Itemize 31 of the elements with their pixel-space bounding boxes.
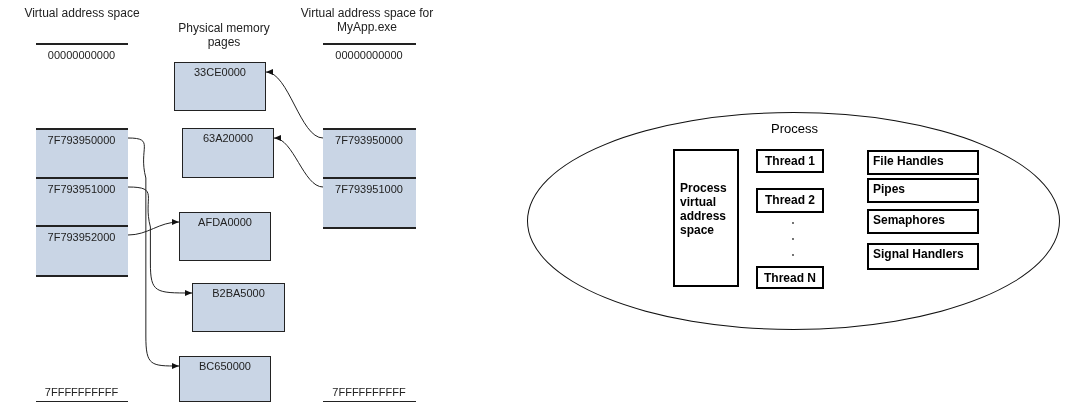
memory-page-box: BC650000 — [179, 356, 271, 402]
memory-page-box: 33CE0000 — [174, 62, 266, 111]
memory-page-box: 63A20000 — [182, 128, 274, 178]
thread-box: Thread 1 — [756, 149, 824, 173]
memory-segment: 7F793952000 — [35, 226, 128, 276]
section-heading: Physical memory pages — [177, 21, 271, 49]
memory-segment: 00000000000 — [35, 44, 128, 129]
resource-box: Semaphores — [867, 209, 979, 234]
memory-segment: 7FFFFFFFFFF — [322, 228, 416, 402]
resource-box: File Handles — [867, 150, 979, 175]
memory-segment: 7F793951000 — [35, 178, 128, 226]
memory-segment: 00000000000 — [322, 44, 416, 129]
arrow — [273, 136, 324, 188]
arrow — [265, 70, 324, 139]
column-heading: Virtual address space — [23, 6, 141, 20]
address-space-box: Process virtual address space — [673, 149, 739, 287]
memory-page-box: AFDA0000 — [179, 212, 271, 261]
memory-segment: 7FFFFFFFFFF — [35, 276, 128, 402]
arrow — [127, 137, 180, 369]
column-heading: Virtual address space for MyApp.exe — [299, 6, 435, 34]
memory-segment: 7F793950000 — [322, 129, 416, 178]
thread-box: Thread N — [756, 266, 824, 289]
arrow — [127, 186, 193, 296]
resource-box: Signal Handlers — [867, 243, 979, 270]
memory-segment: 7F793950000 — [35, 129, 128, 178]
thread-box: Thread 2 — [756, 188, 824, 213]
resource-box: Pipes — [867, 178, 979, 203]
arrow — [127, 219, 180, 236]
memory-page-box: B2BA5000 — [192, 283, 285, 332]
memory-segment: 7F793951000 — [322, 178, 416, 228]
process-title: Process — [770, 121, 819, 136]
